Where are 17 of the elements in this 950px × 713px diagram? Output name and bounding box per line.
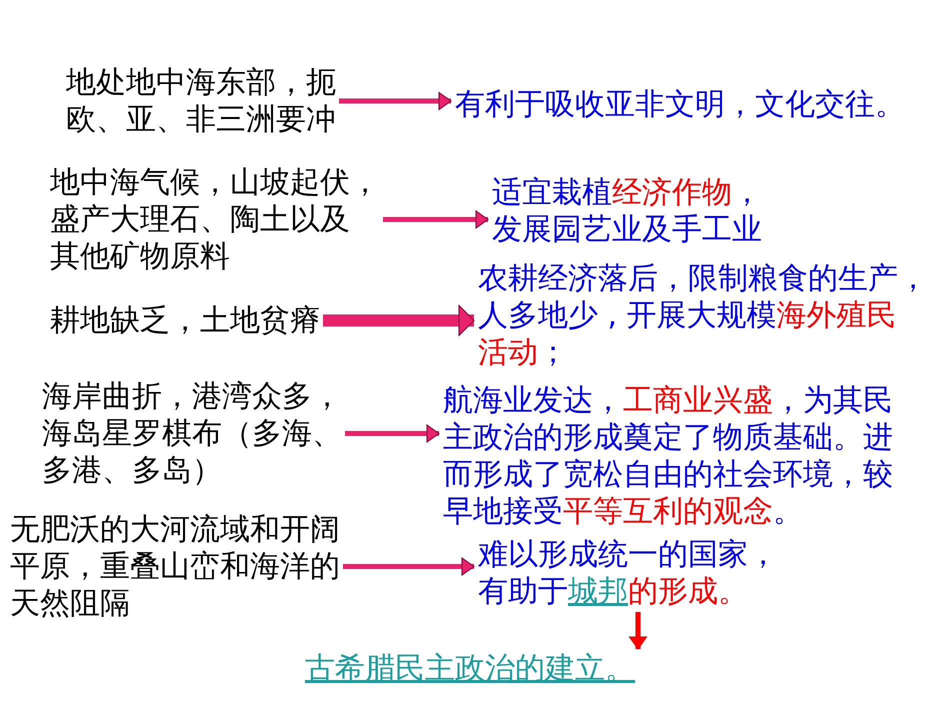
cause-text: 地处地中海东部，扼欧、亚、非三洲要冲 bbox=[66, 64, 336, 138]
effect-text: 有利于吸收亚非文明，文化交往。 bbox=[455, 86, 905, 123]
cause-text: 无肥沃的大河流域和开阔平原，重叠山峦和海洋的天然阻隔 bbox=[10, 511, 340, 622]
arrow bbox=[345, 424, 440, 442]
effect-text: 航海业发达，工商业兴盛，为其民主政治的形成奠定了物质基础。进而形成了宽松自由的社会环境，较早地接受平等互利的观念。 bbox=[443, 382, 893, 530]
effect-text: 难以形成统一的国家，有助于城邦的形成。 bbox=[478, 536, 778, 610]
effect-text: 适宜栽植经济作物，发展园艺业及手工业 bbox=[492, 174, 762, 248]
conclusion-text: 古希腊民主政治的建立。 bbox=[305, 650, 635, 687]
cause-text: 耕地缺乏，土地贫瘠 bbox=[50, 302, 320, 339]
arrow bbox=[343, 558, 474, 576]
cause-text: 地中海气候，山坡起伏，盛产大理石、陶土以及其他矿物原料 bbox=[50, 164, 380, 275]
cause-text: 海岸曲折，港湾众多，海岛星罗棋布（多海、多港、多岛） bbox=[42, 378, 342, 489]
arrow bbox=[323, 305, 474, 336]
arrow bbox=[383, 210, 488, 228]
arrow bbox=[629, 612, 647, 650]
effect-text: 农耕经济落后，限制粮食的生产，人多地少 , 开展大规模海外殖民活动； bbox=[478, 260, 928, 371]
arrow bbox=[339, 92, 452, 110]
